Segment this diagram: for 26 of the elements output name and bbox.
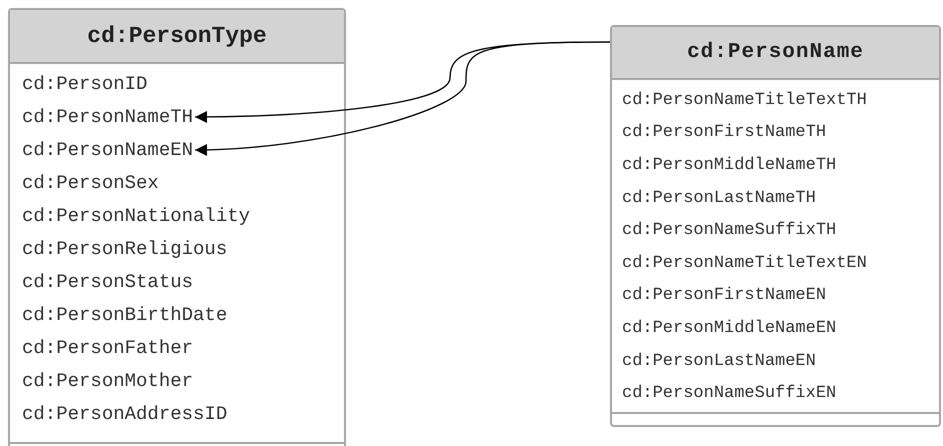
attribute-name: cd:PersonBirthDate [22,304,228,326]
attribute-name: cd:PersonID [22,72,148,96]
attribute-name: cd:PersonNameTitleTextEN [622,254,867,274]
class-box [8,8,346,446]
attribute-name: cd:PersonNameSuffixEN [622,384,836,405]
attribute-name: cd:PersonNationality [22,204,250,228]
attribute-name: cd:PersonNameSuffixTH [622,221,836,242]
attribute-name: cd:PersonMiddleNameEN [622,319,836,340]
attribute-name: cd:PersonSex [22,172,159,194]
connector-arrow [195,41,610,156]
class-box [610,25,941,427]
attribute-name: cd:PersonFirstNameEN [622,286,826,307]
class-name: cd:PersonName [687,41,864,64]
attribute-name: cd:PersonFirstNameTH [622,123,826,144]
attribute-name: cd:PersonNameEN [22,138,194,162]
attribute-name: cd:PersonReligious [22,238,228,260]
attribute-name: cd:PersonNameTH [22,106,194,128]
attribute-name: cd:PersonNameTitleTextTH [622,90,867,112]
attribute-name: cd:PersonMiddleNameTH [622,156,836,176]
attribute-name: cd:PersonAddressID [22,402,228,426]
attribute-name: cd:PersonLastNameEN [622,352,816,372]
attribute-name: cd:PersonFather [22,336,194,360]
attribute-name: cd:PersonLastNameTH [622,188,816,209]
attribute-name: cd:PersonMother [22,370,194,392]
class-name: cd:PersonType [87,23,267,49]
attribute-name: cd:PersonStatus [22,270,194,294]
